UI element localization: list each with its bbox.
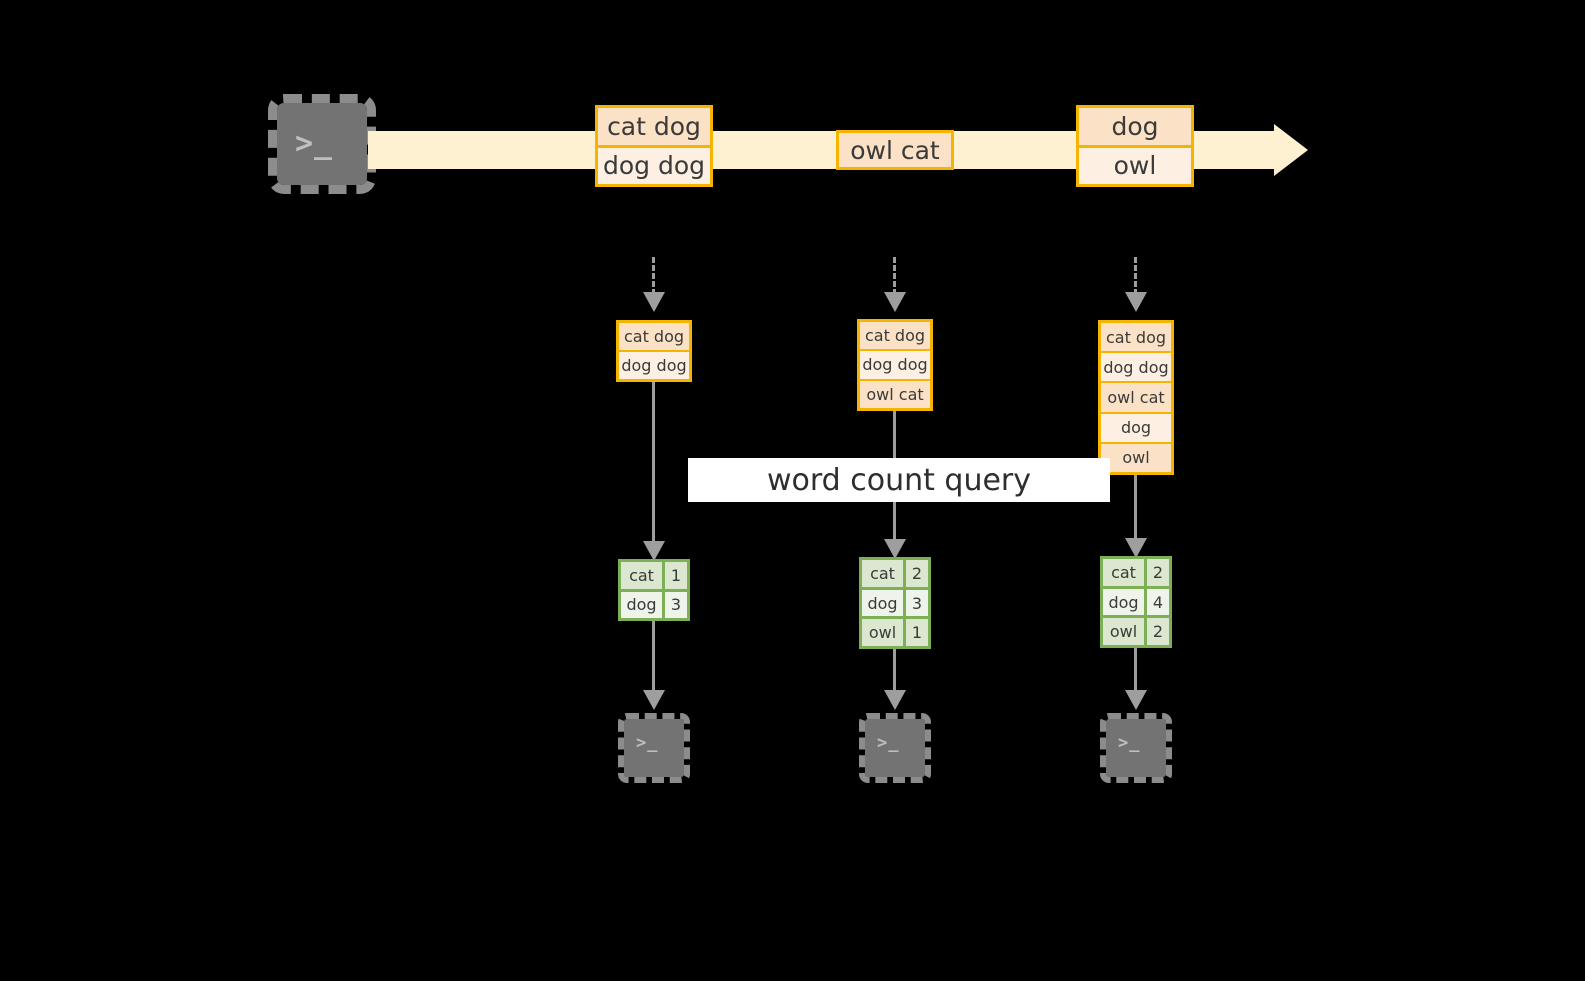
result-word: dog: [621, 591, 665, 618]
sink-arrowhead-3: [1125, 690, 1147, 710]
word-count-query-label: word count query: [766, 462, 1032, 498]
sink-arrowhead-1: [643, 690, 665, 710]
query-arrowhead-1: [643, 541, 665, 561]
result-count: 1: [665, 562, 687, 589]
result-table-1: cat 1 dog 3: [618, 559, 690, 621]
input-table-3-row: cat dog: [1101, 323, 1171, 354]
result-table-1-row: dog 3: [621, 591, 687, 618]
stream-to-input-arrowhead-2: [884, 292, 906, 312]
word-count-query-banner: word count query: [688, 458, 1110, 502]
stream-batch-1-row: dog dog: [598, 147, 710, 184]
stream-batch-2-row: owl cat: [839, 133, 951, 167]
query-arrowhead-2: [884, 539, 906, 559]
result-count: 4: [1147, 588, 1169, 616]
query-connector-1: [652, 382, 655, 544]
query-arrowhead-3: [1125, 538, 1147, 558]
input-table-1: cat dog dog dog: [616, 320, 692, 382]
result-count: 2: [1147, 559, 1169, 586]
input-table-3-row: owl cat: [1101, 383, 1171, 414]
result-table-3-row: owl 2: [1103, 618, 1169, 645]
result-table-2-row: cat 2: [862, 560, 928, 590]
result-count: 2: [906, 560, 928, 587]
sink-terminal-icon-1: >_: [618, 713, 690, 783]
input-table-2: cat dog dog dog owl cat: [857, 319, 933, 411]
stream-to-input-connector-2: [893, 257, 896, 295]
sink-terminal-icon-2: >_: [859, 713, 931, 783]
result-word: cat: [621, 562, 665, 589]
input-table-3-row: dog dog: [1101, 353, 1171, 384]
result-word: cat: [862, 560, 906, 587]
result-count: 2: [1147, 618, 1169, 645]
stream-batch-2: owl cat: [836, 130, 954, 170]
result-word: dog: [1103, 588, 1147, 616]
stream-to-input-arrowhead-3: [1125, 292, 1147, 312]
result-table-1-row: cat 1: [621, 562, 687, 592]
stream-batch-3: dog owl: [1076, 105, 1194, 187]
sink-connector-1: [652, 621, 655, 693]
result-word: cat: [1103, 559, 1147, 586]
result-table-3-row: dog 4: [1103, 588, 1169, 619]
stream-batch-1-row: cat dog: [598, 108, 710, 148]
result-count: 1: [906, 619, 928, 646]
result-count: 3: [906, 589, 928, 617]
input-table-1-row: dog dog: [619, 352, 689, 379]
stream-to-input-connector-1: [652, 257, 655, 295]
input-table-2-row: owl cat: [860, 380, 930, 408]
stream-batch-3-row: owl: [1079, 147, 1191, 184]
terminal-prompt-glyph: >_: [636, 733, 659, 753]
stream-batch-1: cat dog dog dog: [595, 105, 713, 187]
input-table-2-row: dog dog: [860, 351, 930, 381]
input-table-2-row: cat dog: [860, 322, 930, 352]
result-count: 3: [665, 591, 687, 618]
stream-to-input-arrowhead-1: [643, 292, 665, 312]
sink-connector-2: [893, 649, 896, 693]
stream-batch-3-row: dog: [1079, 108, 1191, 148]
sink-terminal-icon-3: >_: [1100, 713, 1172, 783]
input-table-1-row: cat dog: [619, 323, 689, 352]
result-word: owl: [862, 619, 906, 646]
input-table-3-row: dog: [1101, 413, 1171, 444]
result-word: dog: [862, 589, 906, 617]
terminal-prompt-glyph: >_: [295, 126, 334, 161]
query-connector-3: [1134, 475, 1137, 542]
source-terminal-icon: >_: [268, 94, 376, 194]
result-table-2: cat 2 dog 3 owl 1: [859, 557, 931, 649]
sink-arrowhead-2: [884, 690, 906, 710]
result-table-3-row: cat 2: [1103, 559, 1169, 589]
terminal-prompt-glyph: >_: [1118, 733, 1141, 753]
input-table-3: cat dog dog dog owl cat dog owl: [1098, 320, 1174, 475]
result-table-2-row: owl 1: [862, 619, 928, 646]
result-word: owl: [1103, 618, 1147, 645]
result-table-3: cat 2 dog 4 owl 2: [1100, 556, 1172, 648]
stream-to-input-connector-3: [1134, 257, 1137, 295]
terminal-prompt-glyph: >_: [877, 733, 900, 753]
input-table-3-row: owl: [1101, 443, 1171, 472]
result-table-2-row: dog 3: [862, 589, 928, 620]
event-stream-arrow-head: [1274, 124, 1308, 176]
sink-connector-3: [1134, 648, 1137, 693]
